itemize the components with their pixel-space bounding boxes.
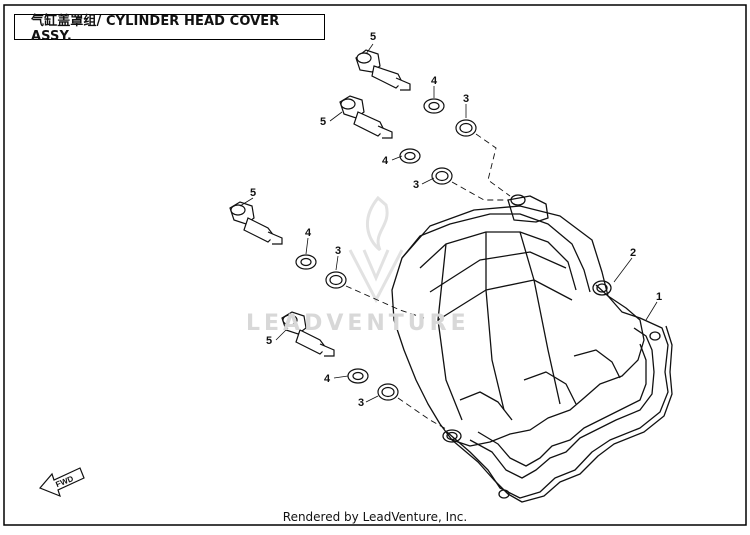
callout-1: 1 bbox=[656, 291, 662, 303]
outer-border bbox=[3, 4, 747, 526]
callout-4: 4 bbox=[305, 227, 312, 239]
cylinder-head-cover bbox=[391, 194, 673, 503]
leader-lines bbox=[239, 43, 658, 403]
footer-credit: Rendered by LeadVenture, Inc. bbox=[282, 510, 468, 524]
fwd-arrow-icon: FWD bbox=[38, 467, 85, 498]
callout-5: 5 bbox=[250, 187, 256, 199]
callout-3: 3 bbox=[413, 179, 419, 191]
page-title: 气缸盖罩组/ CYLINDER HEAD COVER ASSY. bbox=[31, 14, 280, 44]
callout-3: 3 bbox=[335, 245, 341, 257]
callout-5: 5 bbox=[320, 116, 326, 128]
bolt-group-b bbox=[339, 95, 453, 185]
title-box: 气缸盖罩组/ CYLINDER HEAD COVER ASSY. bbox=[14, 14, 325, 44]
callout-5: 5 bbox=[266, 335, 272, 347]
callout-3: 3 bbox=[358, 397, 364, 409]
callout-3: 3 bbox=[463, 93, 469, 105]
callout-2: 2 bbox=[630, 247, 636, 259]
watermark-text: LEADVENTURE bbox=[246, 311, 470, 336]
bolt-group-c bbox=[229, 201, 347, 289]
bolt-group-a bbox=[355, 49, 477, 137]
callout-4: 4 bbox=[431, 75, 438, 87]
callout-4: 4 bbox=[382, 155, 389, 167]
assembly-lines bbox=[345, 133, 511, 431]
callout-5: 5 bbox=[370, 31, 376, 43]
watermark-logo bbox=[348, 195, 404, 304]
callout-4: 4 bbox=[324, 373, 331, 385]
